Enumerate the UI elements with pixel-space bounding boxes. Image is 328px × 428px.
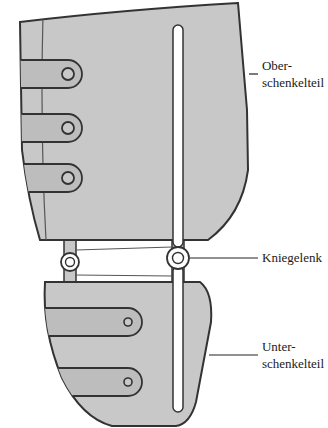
strap [10, 60, 82, 88]
knee-strap-edge [76, 247, 172, 276]
shin-straps [30, 308, 142, 396]
knee-pin [173, 253, 184, 264]
upright-bar [173, 266, 183, 412]
part-label: Kniegelenk [261, 249, 323, 266]
part-label: Ober- schenkelteil [261, 57, 325, 91]
leader-line [209, 354, 258, 355]
hinge-bar [64, 236, 76, 286]
rivet [62, 172, 74, 184]
strap [30, 368, 142, 396]
rivet [124, 378, 132, 386]
leader-line [249, 73, 258, 74]
shin-shell [45, 282, 212, 426]
hinge-pin [66, 258, 75, 267]
rivet [62, 122, 74, 134]
rivet [62, 68, 74, 80]
strap [30, 308, 142, 336]
part-label: Unter- schenkelteil [261, 338, 325, 372]
knee-joint [167, 247, 189, 269]
thigh-straps [10, 14, 82, 240]
hinge-joint [61, 253, 79, 271]
strap [10, 114, 82, 142]
leader-line [190, 257, 258, 258]
strap [10, 164, 82, 192]
rivet [124, 318, 132, 326]
upright-bar [173, 25, 183, 247]
